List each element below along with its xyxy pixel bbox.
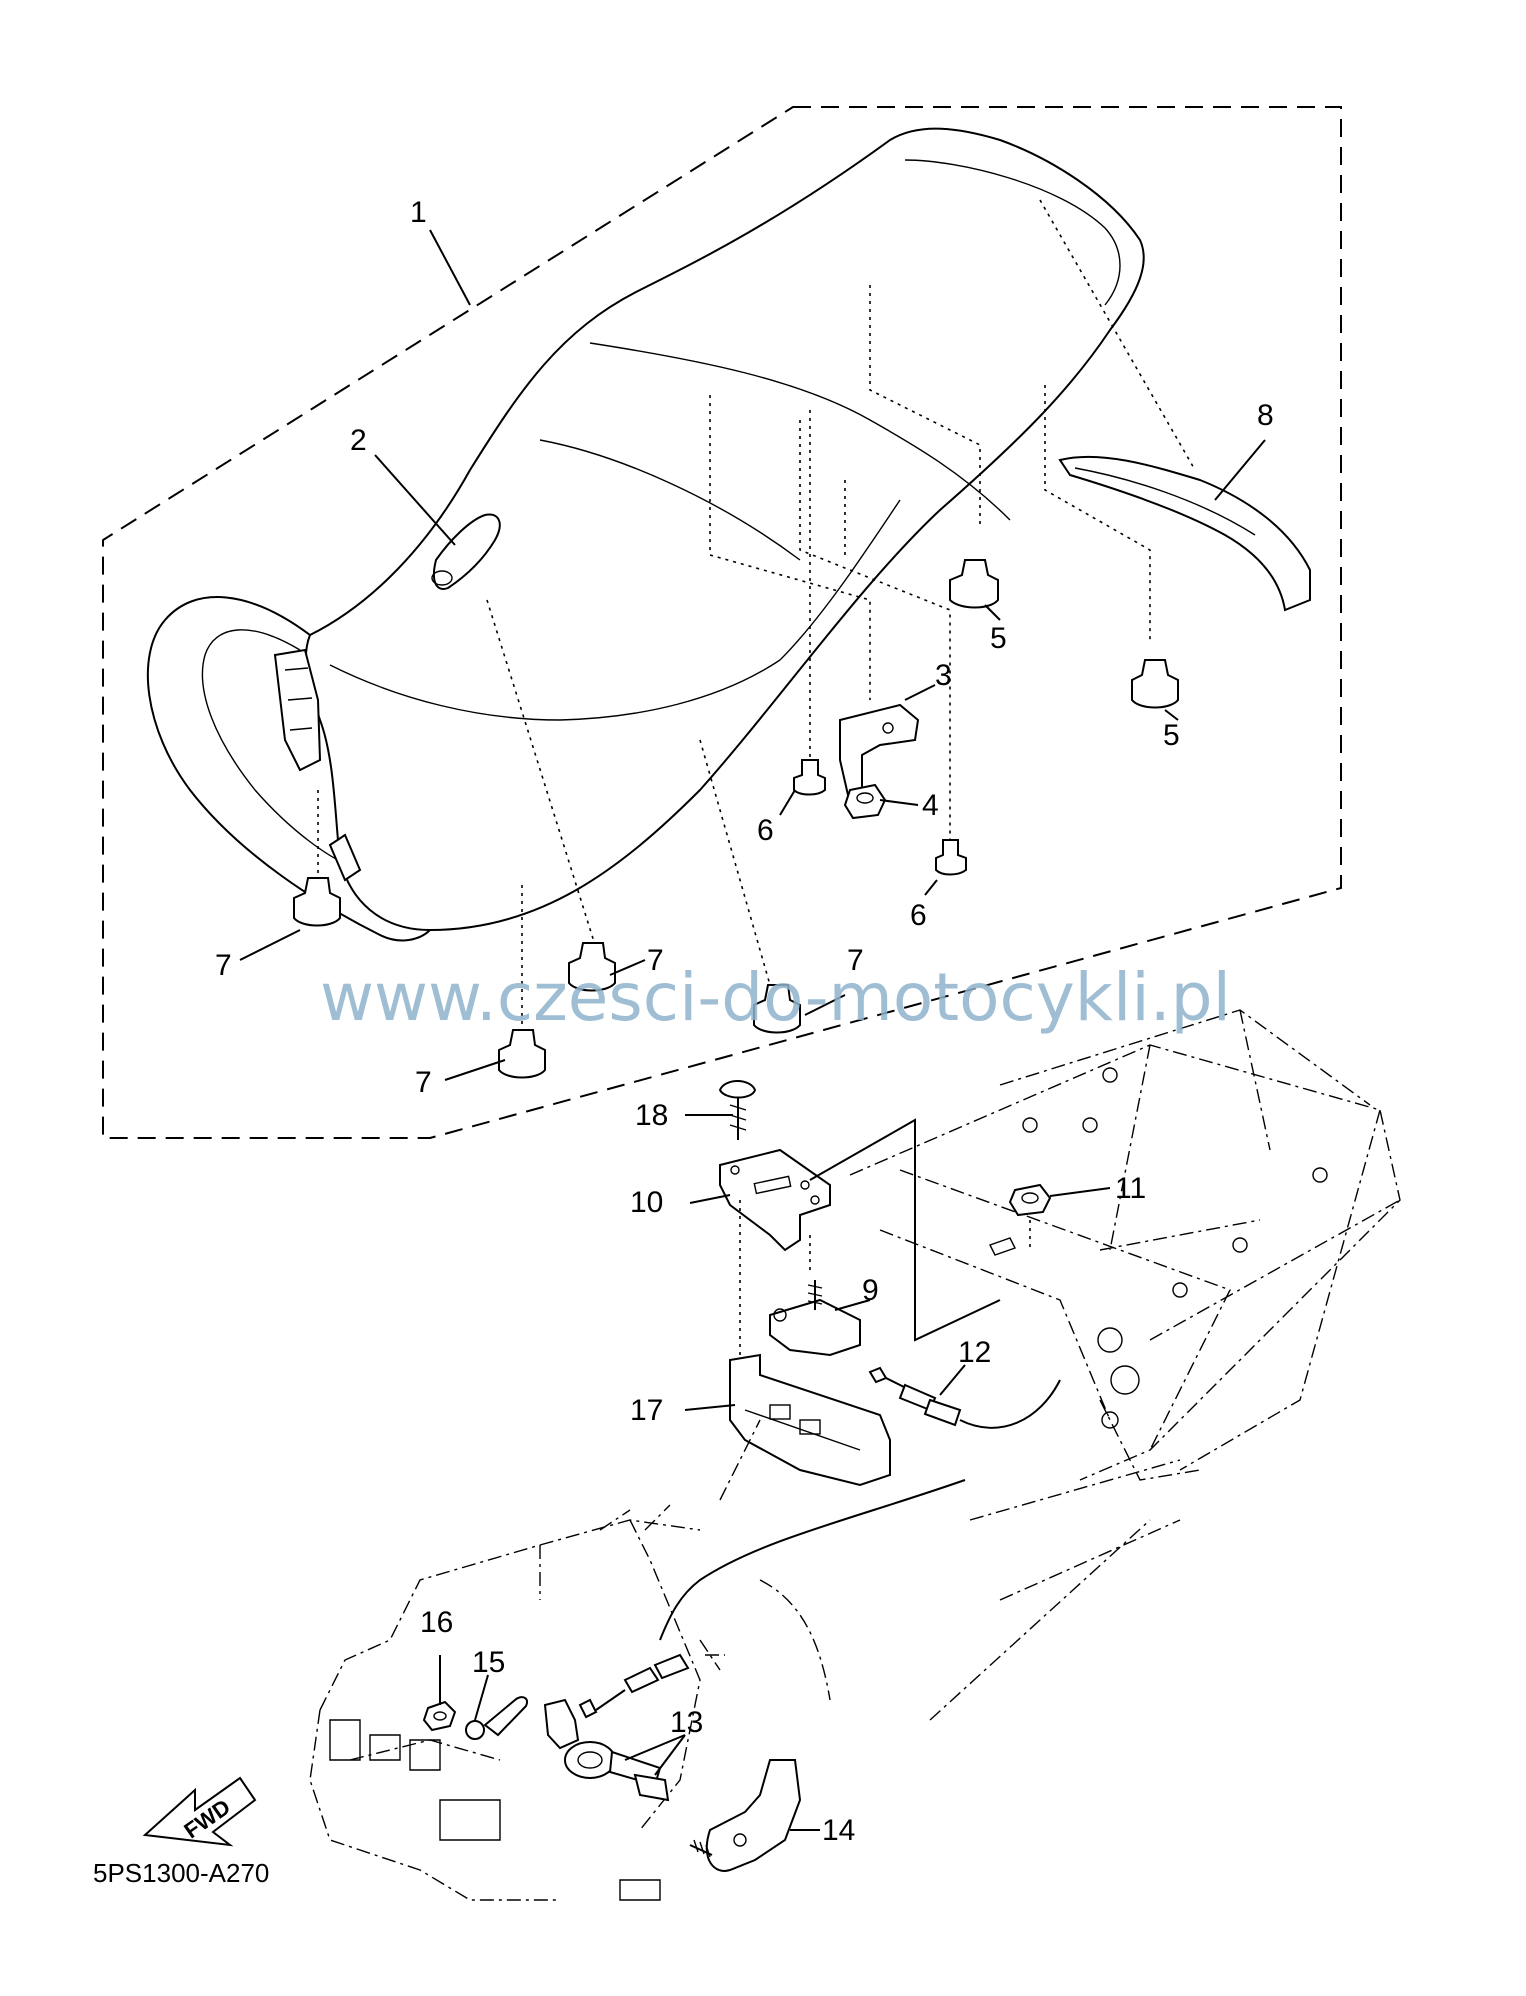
diagram-code: 5PS1300-A270	[93, 1858, 269, 1888]
damper-6a	[793, 759, 826, 796]
seat-assembly-boundary	[102, 106, 1342, 1139]
seat	[146, 127, 1145, 942]
callout-5b: 5	[1163, 719, 1180, 752]
callout-4: 4	[922, 789, 939, 822]
lock-cable-end	[578, 1653, 690, 1719]
callout-8: 8	[1257, 399, 1274, 432]
callout-5a: 5	[990, 622, 1007, 655]
callout-7b: 7	[647, 944, 664, 977]
nut-16	[422, 1700, 457, 1732]
link-15	[465, 1696, 528, 1740]
callout-9: 9	[862, 1274, 879, 1307]
callout-14: 14	[822, 1814, 855, 1847]
latch-9	[769, 1280, 861, 1357]
callout-7d: 7	[415, 1066, 432, 1099]
lock-13	[543, 1698, 670, 1802]
callout-2: 2	[350, 424, 367, 457]
bracket-3	[839, 703, 920, 797]
callout-1: 1	[410, 196, 427, 229]
part-2	[431, 513, 501, 590]
watermark: www.czesci-do-motocykli.pl	[320, 959, 1231, 1036]
callout-3: 3	[935, 659, 952, 692]
callout-6a: 6	[757, 814, 774, 847]
rear-frame	[849, 1009, 1401, 1721]
rubber-damper-5b	[1131, 659, 1179, 709]
rubber-damper-5a	[949, 559, 999, 609]
hook-14	[689, 1759, 802, 1872]
damper-7c	[753, 984, 801, 1034]
callout-16: 16	[420, 1606, 453, 1639]
callout-18: 18	[635, 1099, 668, 1132]
damper-7d	[498, 1029, 546, 1079]
nut-11	[1008, 1183, 1052, 1250]
callout-10: 10	[630, 1186, 663, 1219]
cable-12	[868, 1366, 1061, 1429]
bracket-10	[719, 1148, 831, 1252]
damper-6b	[935, 839, 967, 876]
callout-7c: 7	[847, 944, 864, 977]
callout-6b: 6	[910, 899, 927, 932]
holder-17	[729, 1353, 891, 1487]
damper-7b	[568, 942, 616, 992]
callout-11: 11	[1115, 1172, 1146, 1205]
callout-12: 12	[958, 1336, 991, 1369]
part-8-strap	[1058, 455, 1311, 612]
callout-13: 13	[670, 1706, 703, 1739]
screw-18	[718, 1080, 757, 1140]
callout-7a: 7	[215, 949, 232, 982]
callout-15: 15	[472, 1646, 505, 1679]
damper-7a	[293, 877, 341, 927]
callout-17: 17	[630, 1394, 663, 1427]
nut-4	[843, 783, 887, 820]
fwd-arrow-icon: FWD	[142, 1776, 257, 1847]
